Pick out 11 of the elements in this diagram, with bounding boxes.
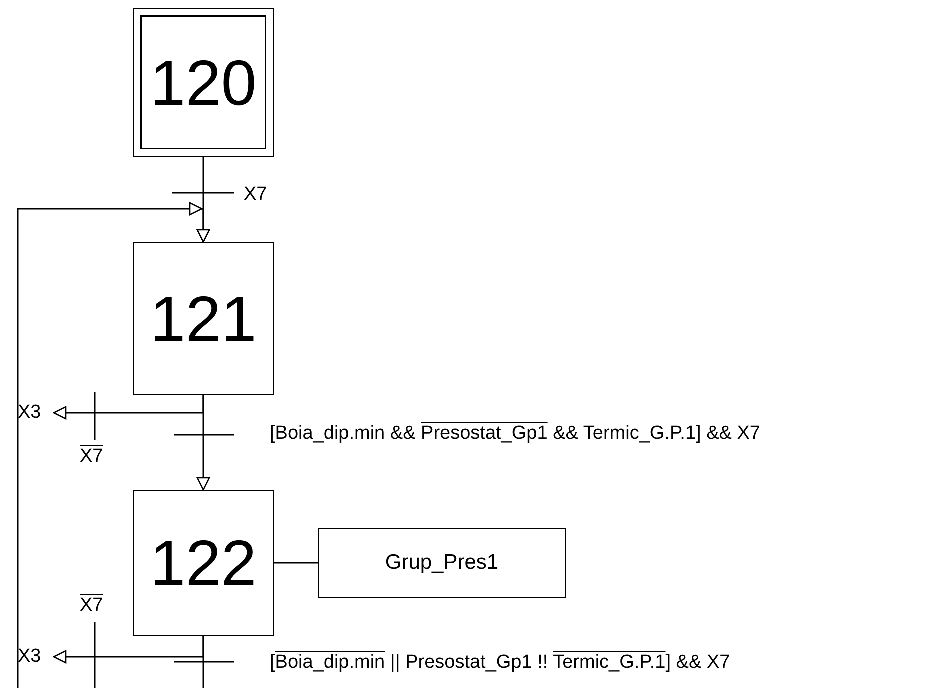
transition-condition: X7 (244, 185, 268, 206)
transition-condition: X7 (80, 447, 104, 468)
target-step-label: X3 (18, 645, 54, 669)
step-box: 122 (133, 490, 274, 636)
transition-condition: [Boia_dip.min || Presostat_Gp1 !! Termic_G.P.1] && X7 (270, 653, 730, 674)
initial-step-box: 120 (133, 8, 274, 157)
action-box: Grup_Pres1 (318, 528, 566, 598)
transition-condition: X7 (80, 596, 104, 617)
target-step-label: X3 (18, 401, 54, 425)
transition-condition: [Boia_dip.min && Presostat_Gp1 && Termic_G.P.1] && X7 (270, 424, 760, 445)
step-box: 121 (133, 242, 274, 395)
